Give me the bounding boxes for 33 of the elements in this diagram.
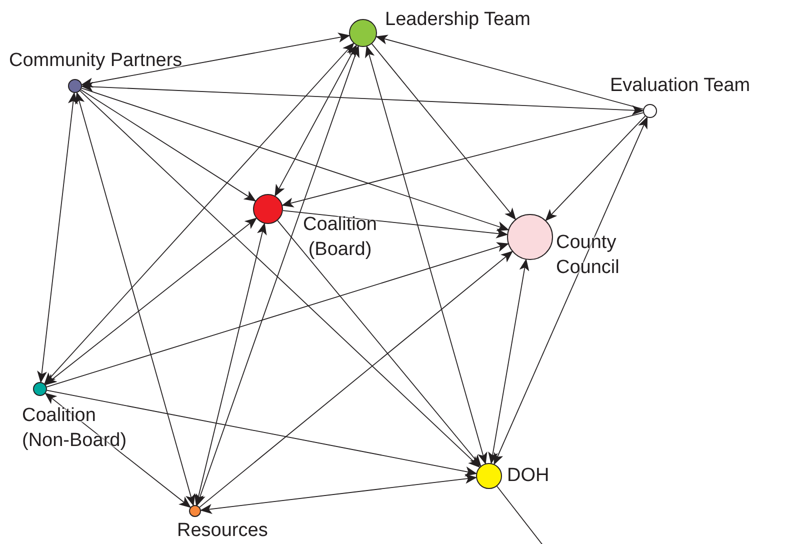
- arrow: [37, 92, 78, 384]
- node-label: Evaluation Team: [610, 74, 752, 98]
- arrow: [545, 116, 646, 222]
- node-label: Leadership Team: [385, 8, 532, 32]
- node-label: Resources: [177, 519, 269, 543]
- arrow: [80, 32, 350, 88]
- arrow: [196, 45, 360, 506]
- arrow: [81, 88, 510, 232]
- arrow: [46, 242, 509, 388]
- arrow: [80, 89, 256, 202]
- arrow: [81, 82, 644, 116]
- arrow: [46, 390, 478, 476]
- node-label: Coalition (Board): [302, 213, 378, 262]
- node-label: DOH: [507, 464, 550, 488]
- arrow: [75, 92, 196, 506]
- arrow: [494, 116, 648, 466]
- arrow: [282, 112, 644, 208]
- arrow: [80, 90, 480, 468]
- arrow: [365, 46, 488, 464]
- arrow: [44, 42, 354, 385]
- arrow: [199, 250, 513, 508]
- arrow: [274, 44, 357, 197]
- arrow: [200, 474, 478, 514]
- arrow: [488, 258, 530, 464]
- arrow: [376, 34, 644, 110]
- arrow: [371, 43, 516, 220]
- connector-line: [496, 486, 546, 544]
- arrow: [194, 222, 267, 506]
- arrow: [282, 210, 508, 238]
- arrow: [277, 220, 482, 467]
- node-label: Community Partners: [9, 49, 184, 73]
- arrow: [44, 392, 192, 508]
- arrow: [44, 218, 257, 386]
